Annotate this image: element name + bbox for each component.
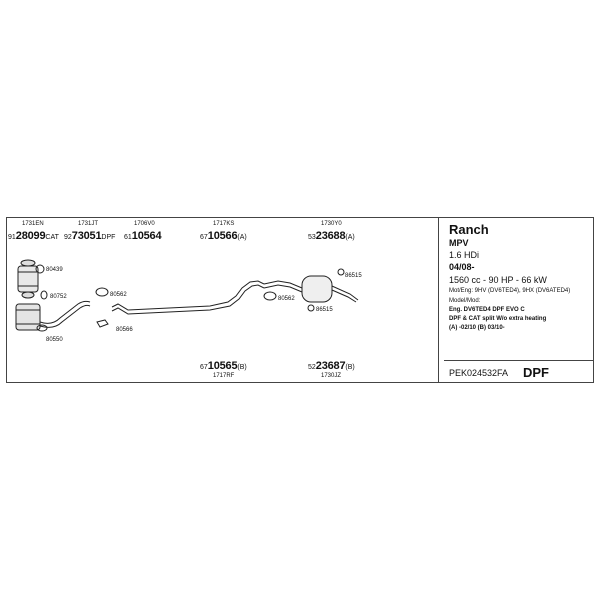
part-code: 1730JZ [321, 373, 342, 379]
bracket-drawing[interactable] [96, 319, 109, 328]
engine-spec: 1560 cc - 90 HP - 66 kW [449, 275, 547, 285]
part-prefix: 53 [308, 234, 316, 241]
part-number[interactable]: 5323688(A) [308, 231, 355, 242]
engine-codes: Mot/Eng: 9HV (DV6TED4), 9HX (DV6ATED4) [449, 288, 571, 294]
part-main: 23688 [315, 230, 346, 242]
fitting-number[interactable]: 80752 [50, 294, 67, 300]
note-line: (A) -02/10 (B) 03/10- [449, 325, 505, 331]
part-suffix: (B) [237, 364, 247, 371]
part-main: 73051 [71, 230, 102, 242]
part-main: 23687 [315, 360, 346, 372]
catalytic-converter-drawing[interactable] [17, 259, 39, 299]
dpf-filter-drawing[interactable] [15, 300, 91, 331]
part-main: 10566 [207, 230, 238, 242]
date-range: 04/08- [449, 262, 475, 272]
reference-code: PEK024532FA [449, 368, 509, 378]
fitting-number[interactable]: 80566 [116, 327, 133, 333]
model-name: Ranch [449, 222, 489, 237]
part-number[interactable]: 9273051DPF [64, 231, 115, 242]
fitting-number[interactable]: 80562 [278, 296, 295, 302]
part-code: 1706V0 [134, 221, 155, 227]
footer-divider [444, 360, 594, 361]
part-prefix: 67 [200, 364, 208, 371]
hanger-drawing[interactable] [307, 304, 315, 312]
part-prefix: 67 [200, 234, 208, 241]
body-type: MPV [449, 238, 469, 248]
gasket-drawing[interactable] [36, 324, 48, 332]
part-code: 1730Y0 [321, 221, 342, 227]
part-suffix: (A) [345, 234, 355, 241]
fitting-number[interactable]: 80562 [110, 292, 127, 298]
note-line: DPF & CAT split W/o extra heating [449, 316, 547, 322]
part-prefix: 61 [124, 234, 132, 241]
fitting-number[interactable]: 80550 [46, 337, 63, 343]
diagram-frame [6, 217, 594, 383]
fitting-number[interactable]: 80439 [46, 267, 63, 273]
part-suffix: (B) [345, 364, 355, 371]
gasket-drawing[interactable] [40, 290, 48, 300]
part-main: 10564 [131, 230, 162, 242]
part-suffix: DPF [101, 234, 116, 241]
part-code: 1717KS [213, 221, 235, 227]
panel-divider [438, 217, 439, 383]
part-suffix: (A) [237, 234, 247, 241]
rear-muffler-drawing[interactable] [263, 275, 359, 303]
hanger-drawing[interactable] [337, 268, 345, 276]
clamp-drawing[interactable] [263, 291, 277, 301]
part-code: 1717RF [213, 373, 235, 379]
part-code: 1731EN [22, 221, 44, 227]
part-prefix: 92 [64, 234, 72, 241]
fitting-number[interactable]: 86515 [345, 273, 362, 279]
part-number[interactable]: 6710565(B) [200, 361, 247, 372]
center-pipe-drawing[interactable] [111, 280, 265, 311]
part-main: 10565 [207, 360, 238, 372]
part-number[interactable]: 9128099CAT [8, 231, 59, 242]
dpf-tag: DPF [523, 365, 549, 380]
engine-label: 1.6 HDi [449, 250, 480, 260]
part-number[interactable]: 6110564 [124, 230, 162, 242]
part-number[interactable]: 5223687(B) [308, 361, 355, 372]
clamp-drawing[interactable] [95, 287, 109, 297]
part-main: 28099 [15, 230, 46, 242]
part-suffix: CAT [45, 234, 59, 241]
part-code: 1731JT [78, 221, 99, 227]
model-mod-label: Model/Mod: [449, 298, 481, 304]
note-line: Eng. DV6TED4 DPF EVO C [449, 307, 525, 313]
fitting-number[interactable]: 86515 [316, 307, 333, 313]
part-prefix: 91 [8, 234, 16, 241]
part-prefix: 52 [308, 364, 316, 371]
clamp-drawing[interactable] [35, 264, 45, 274]
part-number[interactable]: 6710566(A) [200, 231, 247, 242]
